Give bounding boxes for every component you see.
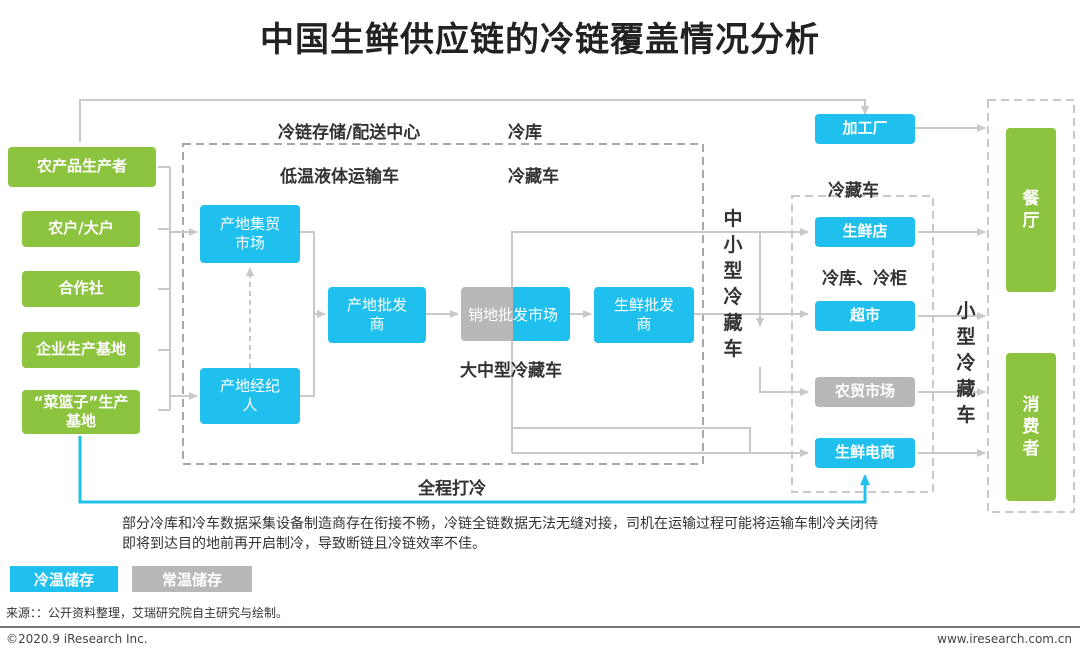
page-title: 中国生鲜供应链的冷链覆盖情况分析: [260, 20, 820, 60]
large-reefer-label: 大中型冷藏车: [460, 361, 562, 381]
supermarket-box: 超市: [815, 301, 915, 331]
origin-wholesaler-box: 产地批发商: [328, 287, 426, 343]
full-cold-chain-arrow: [78, 436, 870, 504]
retail-storage-label: 冷库、冷柜: [822, 269, 907, 289]
legend-cold: 冷温储存: [10, 566, 118, 592]
ecommerce-box: 生鲜电商: [815, 438, 915, 468]
factory-box: 加工厂: [815, 114, 915, 144]
producer-box: “菜篮子”生产基地: [22, 390, 140, 434]
cold-storage-label: 冷库: [508, 123, 542, 143]
producer-box: 农户/大户: [22, 211, 140, 247]
website-text: www.iresearch.com.cn: [937, 632, 1072, 646]
fresh-store-box: 生鲜店: [815, 217, 915, 247]
liquid-truck-label: 低温液体运输车: [280, 167, 399, 187]
full-cold-chain-label: 全程打冷: [418, 479, 486, 499]
consumer-region: [987, 99, 1075, 513]
sales-market-normal-part: 销地批: [461, 287, 513, 341]
small-reefer-label: 小型冷藏车: [956, 300, 976, 426]
retail-reefer-label: 冷藏车: [828, 181, 879, 201]
reefer-truck-label: 冷藏车: [508, 167, 559, 187]
sales-market-box: 销地批 发市场: [461, 287, 570, 341]
restaurant-box: 餐厅: [1006, 128, 1056, 292]
consumer-box: 消费者: [1006, 353, 1056, 501]
footer-divider: [0, 626, 1080, 628]
retail-region: [791, 195, 934, 493]
copyright-text: ©2020.9 iResearch Inc.: [6, 632, 148, 646]
sales-market-cold-part: 发市场: [513, 287, 570, 341]
producer-box: 合作社: [22, 271, 140, 307]
fresh-wholesaler-box: 生鲜批发商: [594, 287, 694, 343]
farm-market-box: 农贸市场: [815, 377, 915, 407]
producer-box: 农产品生产者: [8, 147, 156, 187]
legend-normal: 常温储存: [132, 566, 252, 592]
storage-region: [182, 143, 704, 465]
origin-market-box: 产地集贸市场: [200, 205, 300, 263]
origin-broker-box: 产地经纪人: [200, 368, 300, 424]
mid-small-reefer-label: 中小型冷藏车: [723, 208, 743, 360]
source-text: 来源：：公开资料整理，艾瑞研究院自主研究与绘制。: [6, 606, 289, 620]
producer-box: 企业生产基地: [22, 332, 140, 368]
producer-to-factory-arrow: [79, 99, 869, 142]
note-text: 部分冷库和冷车数据采集设备制造商存在衔接不畅，冷链全链数据无法无缝对接，司机在运…: [122, 516, 878, 552]
storage-center-label: 冷链存储/配送中心: [278, 123, 421, 143]
